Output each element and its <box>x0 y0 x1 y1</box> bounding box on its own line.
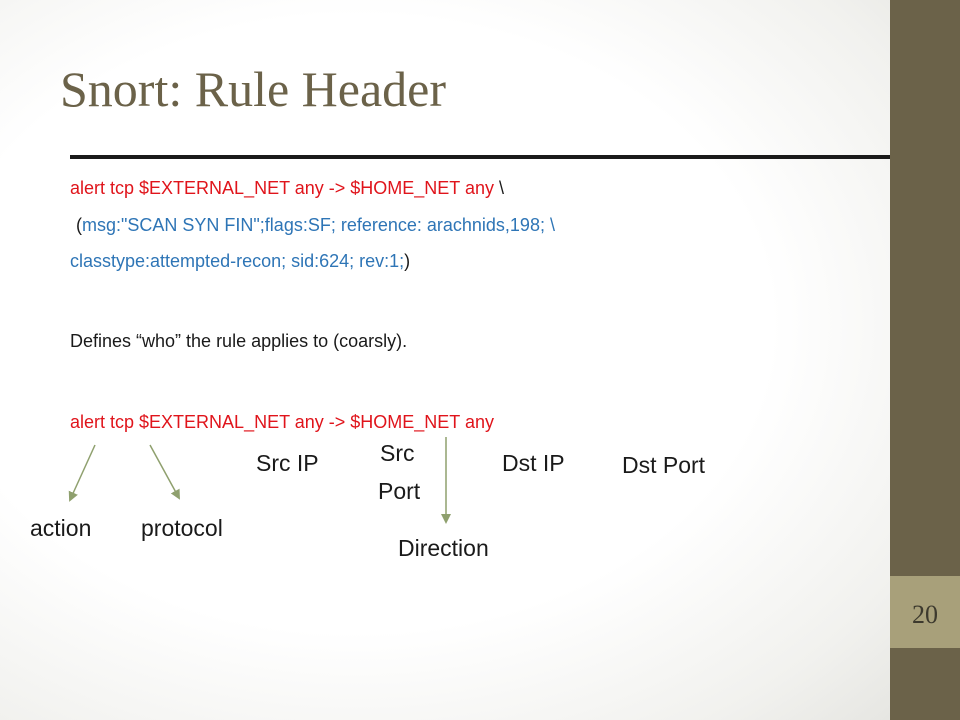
rule-close-paren: ) <box>404 251 411 271</box>
rule-line-3: classtype:attempted-recon; sid:624; rev:… <box>70 251 410 272</box>
rule-header-example: alert tcp $EXTERNAL_NET any -> $HOME_NET… <box>70 412 495 432</box>
rule-line-1-text: alert tcp $EXTERNAL_NET any -> $HOME_NET… <box>70 178 495 198</box>
rule-open-paren: ( <box>76 215 82 235</box>
label-action: action <box>30 515 92 541</box>
arrow-protocol <box>149 444 180 500</box>
label-protocol: protocol <box>141 515 223 541</box>
rule-line-1: alert tcp $EXTERNAL_NET any -> $HOME_NET… <box>70 178 504 199</box>
slide-background <box>0 0 890 720</box>
label-dst-port: Dst Port <box>622 452 706 478</box>
arrow-action <box>68 444 96 502</box>
page-number-box <box>890 576 960 648</box>
label-direction: Direction <box>398 535 489 561</box>
rule-description: Defines “who” the rule applies to (coars… <box>70 331 408 351</box>
slide-title: Snort: Rule Header <box>60 61 447 117</box>
label-src-ip: Src IP <box>256 450 319 476</box>
label-dst-ip: Dst IP <box>502 450 565 476</box>
label-src-port-line2: Port <box>378 478 421 504</box>
rule-line-2-text: msg:"SCAN SYN FIN";flags:SF; reference: … <box>82 215 545 235</box>
label-src-port-line1: Src <box>380 440 415 466</box>
page-number: 20 <box>912 600 938 629</box>
rule-line-2-continuation: \ <box>549 215 555 235</box>
rule-line-1-continuation: \ <box>499 178 505 198</box>
title-underline <box>70 155 890 159</box>
rule-line-2: (msg:"SCAN SYN FIN";flags:SF; reference:… <box>76 215 555 236</box>
rule-line-3-text: classtype:attempted-recon; sid:624; rev:… <box>70 251 405 271</box>
